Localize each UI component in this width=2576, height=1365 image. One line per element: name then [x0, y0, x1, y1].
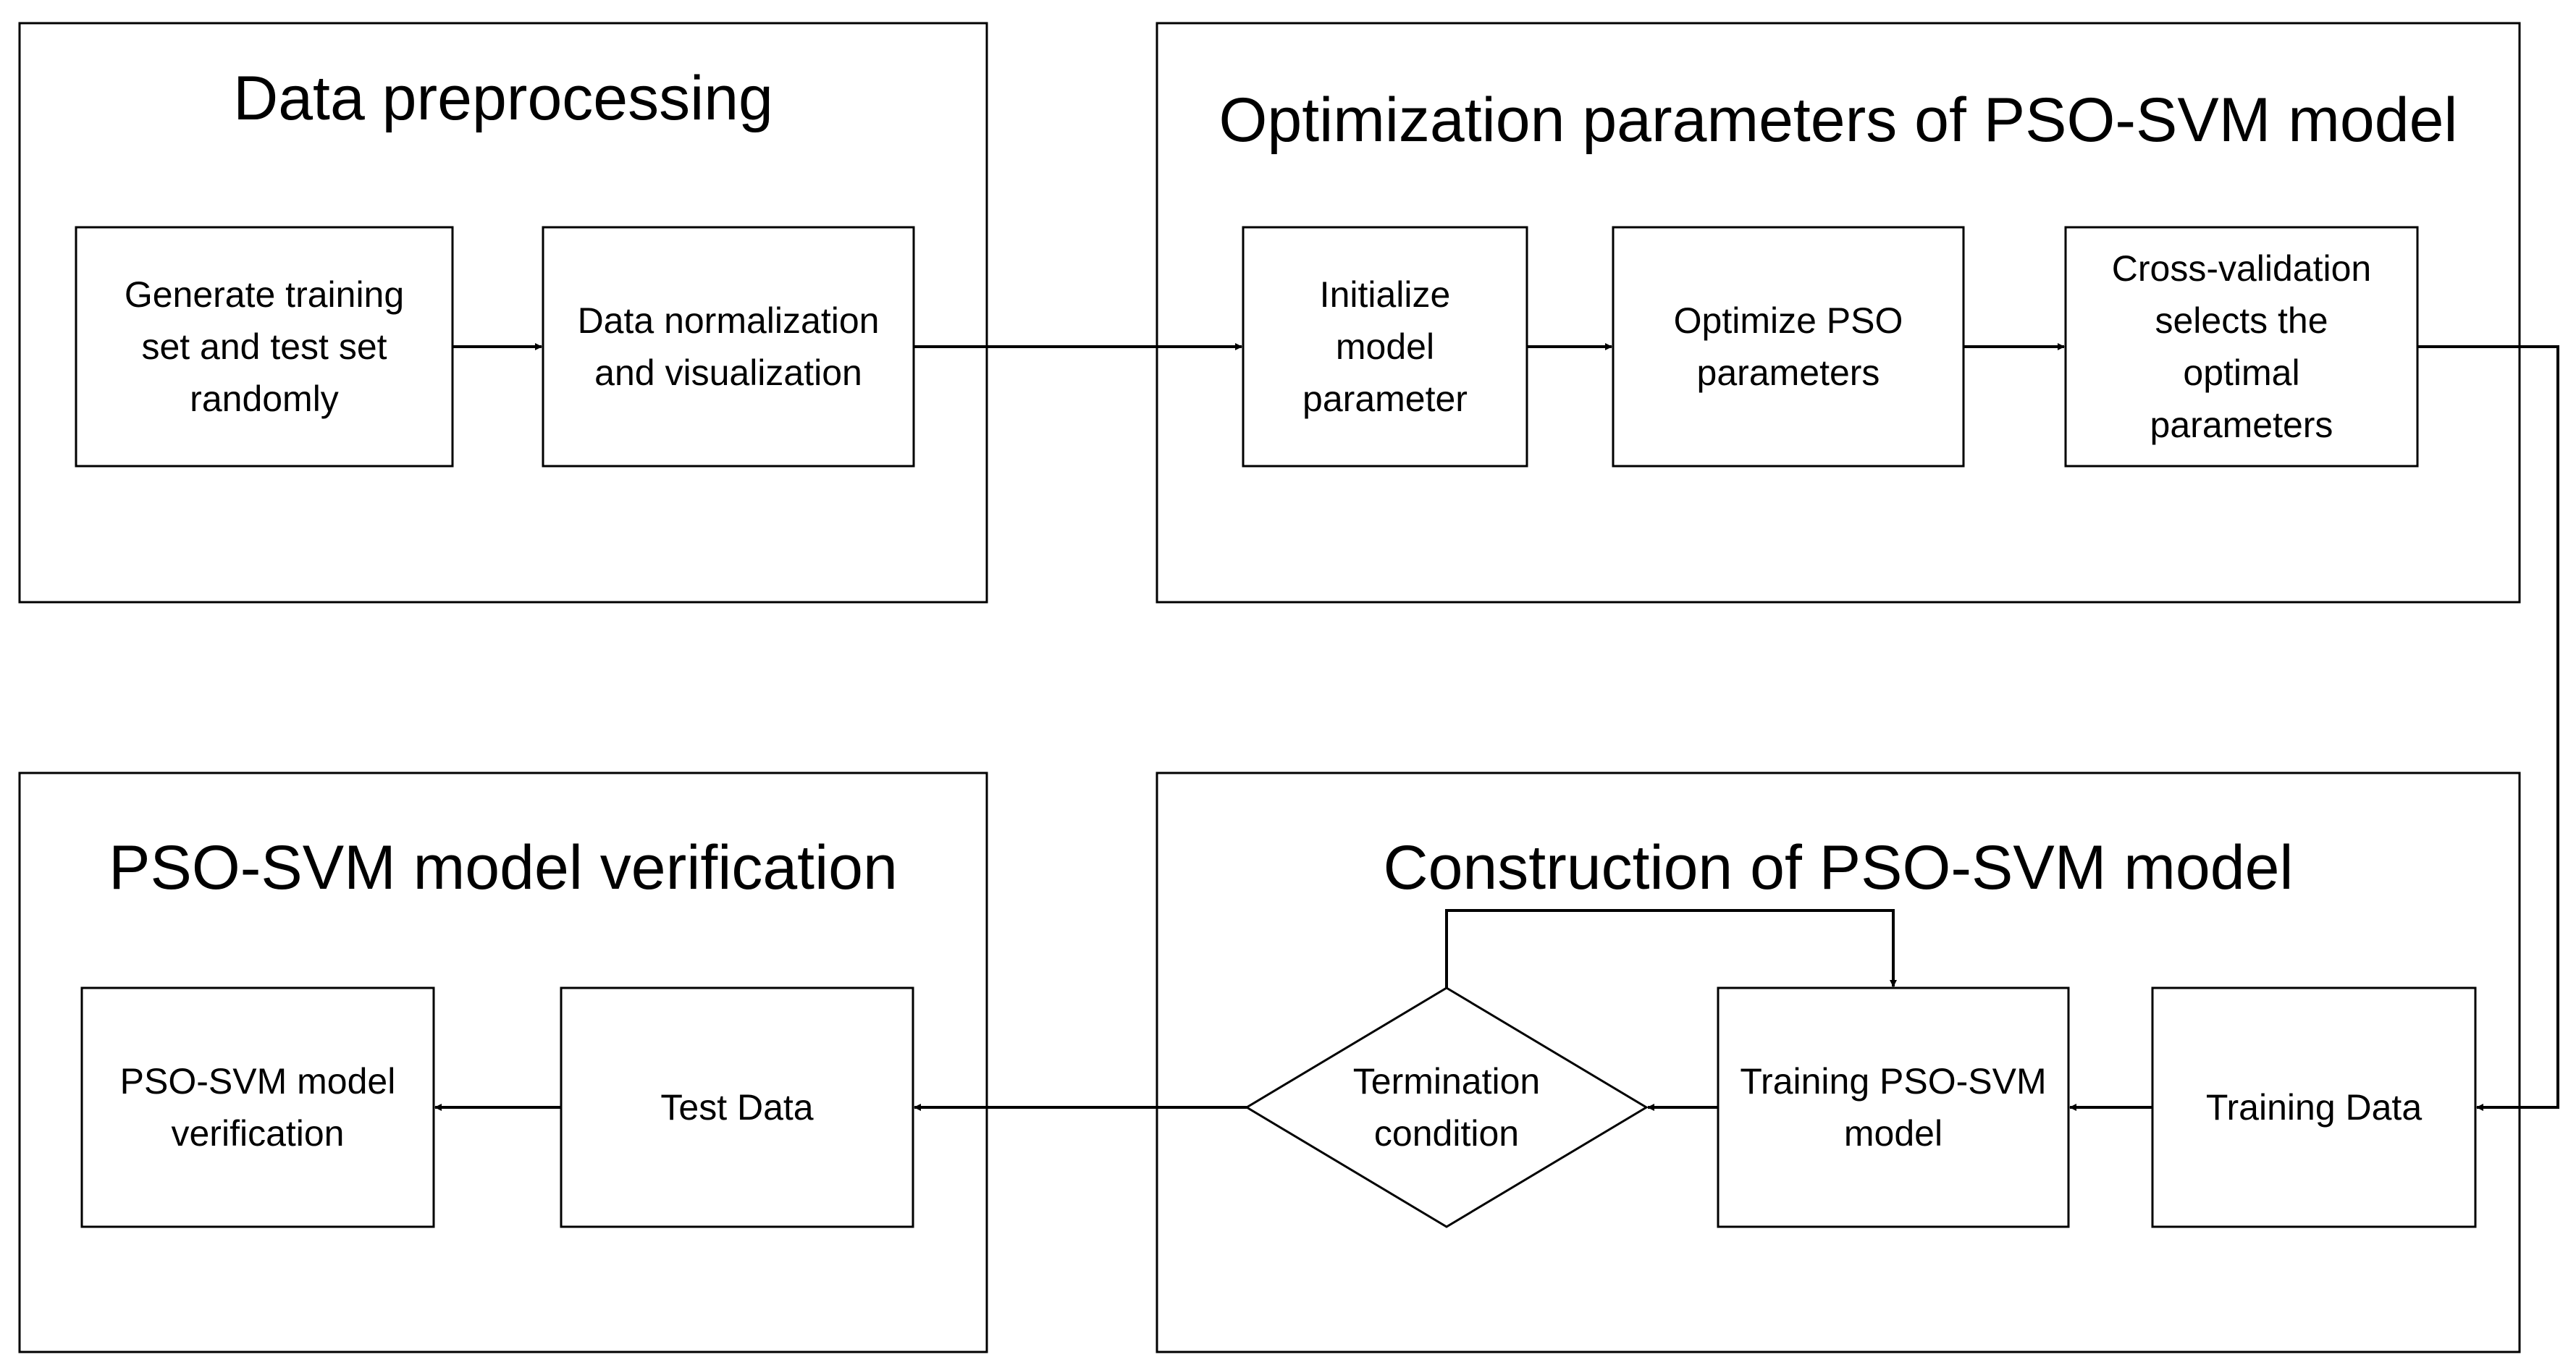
- node-label-line: parameters: [1697, 352, 1880, 393]
- node-label-training-model: Training PSO-SVM model: [1740, 1061, 2046, 1154]
- node-label-line: selects the: [2155, 300, 2328, 341]
- node-label-initialize-parameters: Initialize model parameter: [1302, 274, 1468, 419]
- node-label-line: parameter: [1302, 379, 1468, 419]
- node-label-line: Training Data: [2206, 1087, 2422, 1128]
- panel-title-model-construction: Construction of PSO-SVM model: [1383, 833, 2293, 903]
- node-termination-condition: Termination condition: [1245, 986, 1649, 1228]
- node-initialize-parameters: Initialize model parameter: [1242, 226, 1528, 468]
- node-optimize-pso: Optimize PSO parameters: [1612, 226, 1965, 468]
- node-label-line: Termination: [1353, 1061, 1540, 1102]
- node-label-line: and visualization: [594, 352, 862, 393]
- node-label-optimize-pso: Optimize PSO parameters: [1674, 300, 1903, 393]
- node-label-line: Optimize PSO: [1674, 300, 1903, 341]
- node-label-line: Training PSO-SVM: [1740, 1061, 2046, 1102]
- node-label-cross-validation: Cross-validation selects the optimal parame…: [2112, 248, 2371, 445]
- node-label-data-normalization: Data normalization and visualization: [578, 300, 880, 393]
- node-label-line: condition: [1374, 1113, 1519, 1154]
- node-data-normalization: Data normalization and visualization: [542, 226, 915, 468]
- node-label-line: Cross-validation: [2112, 248, 2371, 289]
- node-label-line: randomly: [190, 379, 339, 419]
- node-generate-sets: Generate training set and test set randoml…: [75, 226, 454, 468]
- panel-title-data-preprocessing: Data preprocessing: [233, 64, 773, 133]
- node-label-line: set and test set: [141, 326, 387, 367]
- node-test-data: Test Data: [560, 986, 914, 1228]
- node-label-line: Generate training: [125, 274, 404, 315]
- node-label-line: verification: [172, 1113, 345, 1154]
- node-label-training-data: Training Data: [2206, 1087, 2422, 1128]
- node-label-generate-sets: Generate training set and test set randoml…: [125, 274, 404, 419]
- node-verification-result: PSO-SVM model verification: [80, 986, 435, 1228]
- node-training-model: Training PSO-SVM model: [1717, 986, 2070, 1228]
- panel-title-model-verification: PSO-SVM model verification: [109, 833, 898, 903]
- node-label-line: PSO-SVM model: [120, 1061, 396, 1102]
- node-label-line: model: [1844, 1113, 1942, 1154]
- node-label-line: optimal: [2183, 352, 2299, 393]
- node-label-line: Test Data: [660, 1087, 813, 1128]
- node-training-data: Training Data: [2151, 986, 2477, 1228]
- node-label-line: Initialize: [1320, 274, 1451, 315]
- node-label-line: model: [1336, 326, 1434, 367]
- edge-termination-loop-to-training-model: [1445, 909, 1897, 988]
- node-label-verification-result: PSO-SVM model verification: [120, 1061, 396, 1154]
- node-cross-validation: Cross-validation selects the optimal parame…: [2064, 226, 2419, 468]
- node-label-line: Data normalization: [578, 300, 880, 341]
- node-label-termination-condition: Termination condition: [1353, 1061, 1540, 1154]
- panel-title-optimization-parameters: Optimization parameters of PSO-SVM model: [1218, 85, 2457, 155]
- node-label-test-data: Test Data: [660, 1087, 813, 1128]
- node-label-line: parameters: [2150, 405, 2333, 445]
- edge-cross-validation-to-training-data: [2417, 345, 2559, 1111]
